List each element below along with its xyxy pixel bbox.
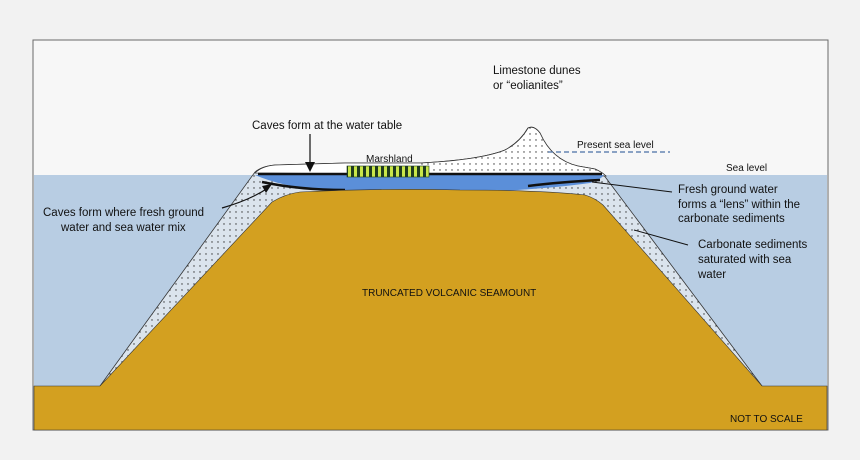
present-sea-level-label: Present sea level xyxy=(577,140,654,151)
limestone-dunes-label-1: Limestone dunes xyxy=(493,65,581,77)
fresh-water-label-2: forms a “lens” within the xyxy=(678,199,800,211)
carbonate-leader xyxy=(633,229,689,246)
mixing-zone-line-left xyxy=(261,180,346,192)
carbonate-label-1: Carbonate sediments xyxy=(698,239,808,251)
marshland-band xyxy=(346,165,430,178)
caves-mix-label-2: water and sea water mix xyxy=(60,222,186,234)
volcanic-seamount xyxy=(33,189,828,431)
freshwater-lens xyxy=(255,175,604,193)
carbonate-label-2: saturated with sea xyxy=(698,254,792,266)
limestone-dunes xyxy=(420,127,606,176)
caves-water-table-arrowhead xyxy=(305,162,315,172)
caves-mix-arrowhead xyxy=(262,184,272,193)
fresh-water-label-1: Fresh ground water xyxy=(678,184,778,196)
seamount-label: TRUNCATED VOLCANIC SEAMOUNT xyxy=(362,288,536,299)
limestone-dunes-label-2: or “eolianites” xyxy=(493,80,563,92)
marshland-label: Marshland xyxy=(366,154,413,165)
not-to-scale-label: NOT TO SCALE xyxy=(730,414,803,425)
fresh-water-leader xyxy=(591,181,673,193)
sea-level-label: Sea level xyxy=(726,163,767,174)
carbonate-label-3: water xyxy=(697,269,726,281)
caves-water-table-label: Caves form at the water table xyxy=(252,120,402,132)
fresh-water-label-3: carbonate sediments xyxy=(678,213,785,225)
caves-mix-label-1: Caves form where fresh ground xyxy=(43,207,204,219)
mixing-zone-line-right xyxy=(527,178,601,188)
